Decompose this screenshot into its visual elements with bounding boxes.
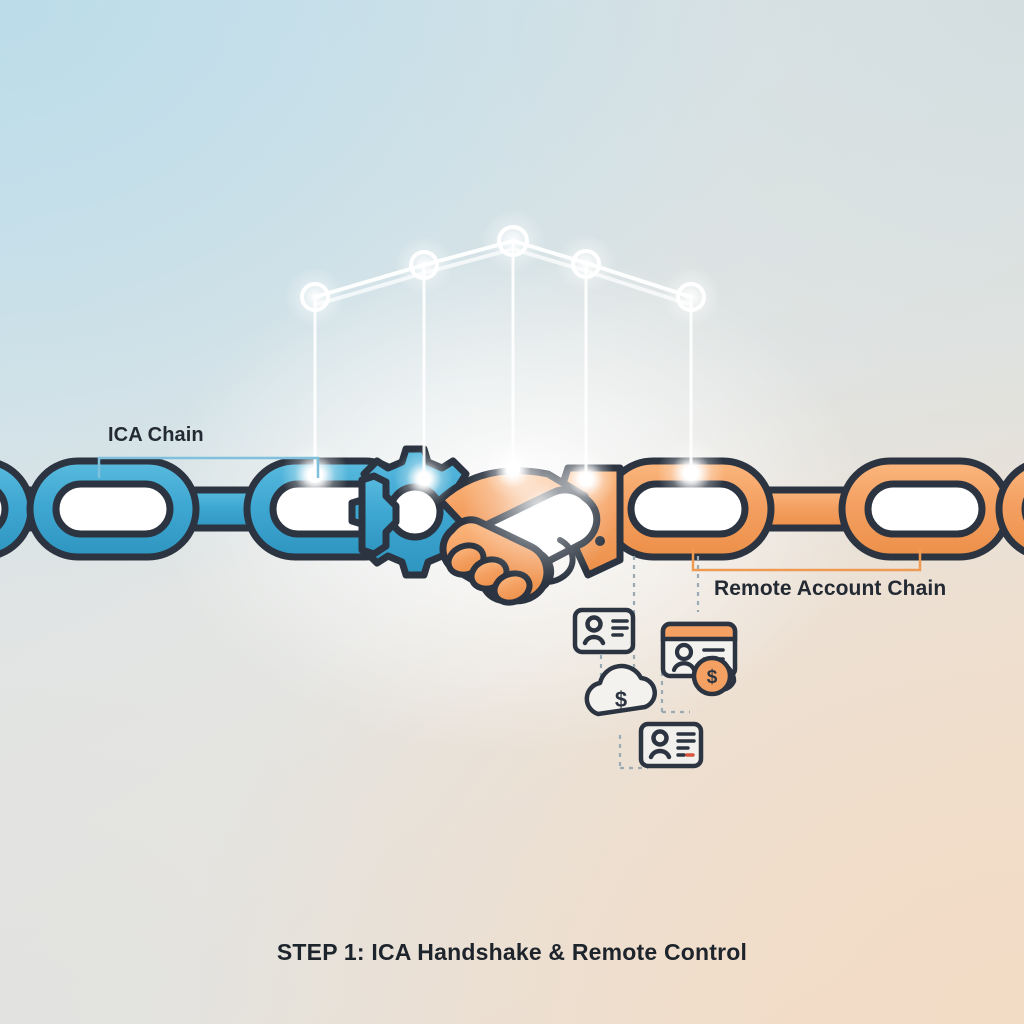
gear-secondary-icon (358, 472, 400, 558)
puppet-nodes (285, 209, 721, 327)
account-card-money-icon: $ (660, 621, 738, 697)
ica-chain-bracket (97, 456, 320, 478)
svg-text:$: $ (615, 687, 627, 712)
account-card-icon (572, 607, 636, 655)
remote-account-chain-label: Remote Account Chain (714, 577, 947, 600)
svg-text:$: $ (707, 667, 718, 688)
remote-chain-bracket (691, 548, 922, 572)
ica-chain-label: ICA Chain (108, 424, 204, 446)
account-card-detail-icon (638, 721, 704, 769)
step-caption: STEP 1: ICA Handshake & Remote Control (276, 939, 748, 965)
cloud-money-icon: $ (584, 663, 657, 717)
string-attachment-sparks (281, 439, 725, 509)
